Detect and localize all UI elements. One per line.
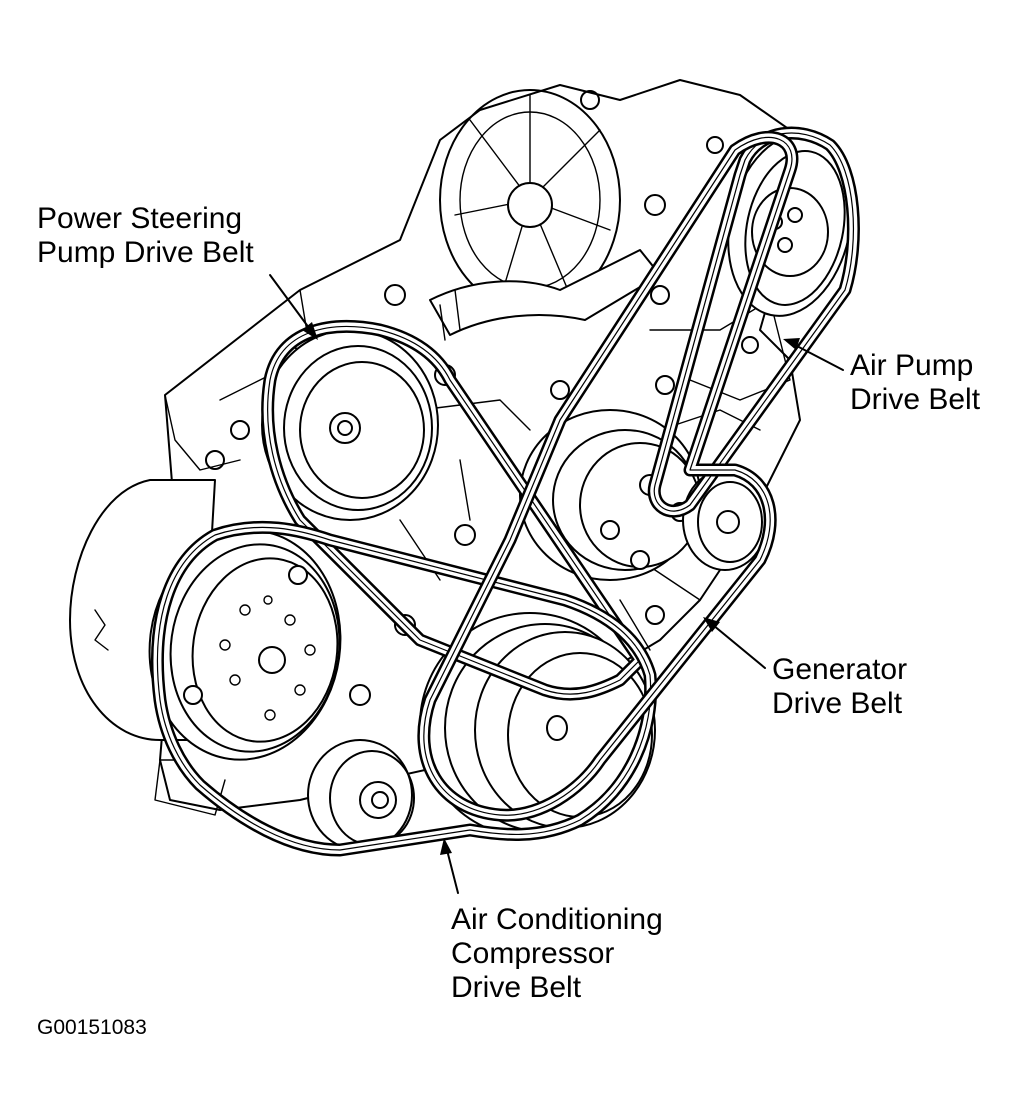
label-ac-compressor-line-2: Compressor [451, 937, 615, 970]
air-pump-arrowhead [783, 338, 800, 350]
air-pump-leader [794, 344, 844, 371]
ac-compressor-belt [151, 520, 658, 857]
generator-leader [712, 624, 766, 669]
label-air-pump: Air Pump Drive Belt [850, 349, 980, 417]
generator-belt [417, 130, 799, 822]
label-air-pump-line-1: Air Pump [850, 349, 974, 382]
ac-compressor-leader [446, 849, 459, 894]
ac-compressor-arrowhead [440, 838, 452, 855]
figure-id: G00151083 [37, 1016, 147, 1039]
label-power-steering: Power Steering Pump Drive Belt [37, 202, 254, 270]
air-pump-belt [647, 126, 860, 518]
label-power-steering-line-2: Pump Drive Belt [37, 236, 254, 269]
label-air-pump-line-2: Drive Belt [850, 383, 981, 416]
power-steering-belt [261, 320, 647, 701]
label-ac-compressor-line-3: Drive Belt [451, 971, 582, 1004]
power-steering-arrowhead [302, 322, 318, 340]
label-generator-line-2: Drive Belt [772, 687, 903, 720]
label-power-steering-line-1: Power Steering [37, 202, 243, 235]
label-generator: Generator Drive Belt [772, 653, 907, 721]
generator-arrowhead [703, 617, 720, 632]
label-generator-line-1: Generator [772, 653, 908, 686]
ac-compressor [69, 479, 342, 761]
label-ac-compressor: Air Conditioning Compressor Drive Belt [451, 903, 663, 1005]
power-steering-leader [269, 274, 313, 333]
callout-arrows [269, 274, 844, 894]
power-steering-pulley [261, 329, 439, 521]
label-ac-compressor-line-1: Air Conditioning [451, 903, 663, 936]
generator [519, 409, 768, 581]
idler-pulley [307, 739, 415, 851]
